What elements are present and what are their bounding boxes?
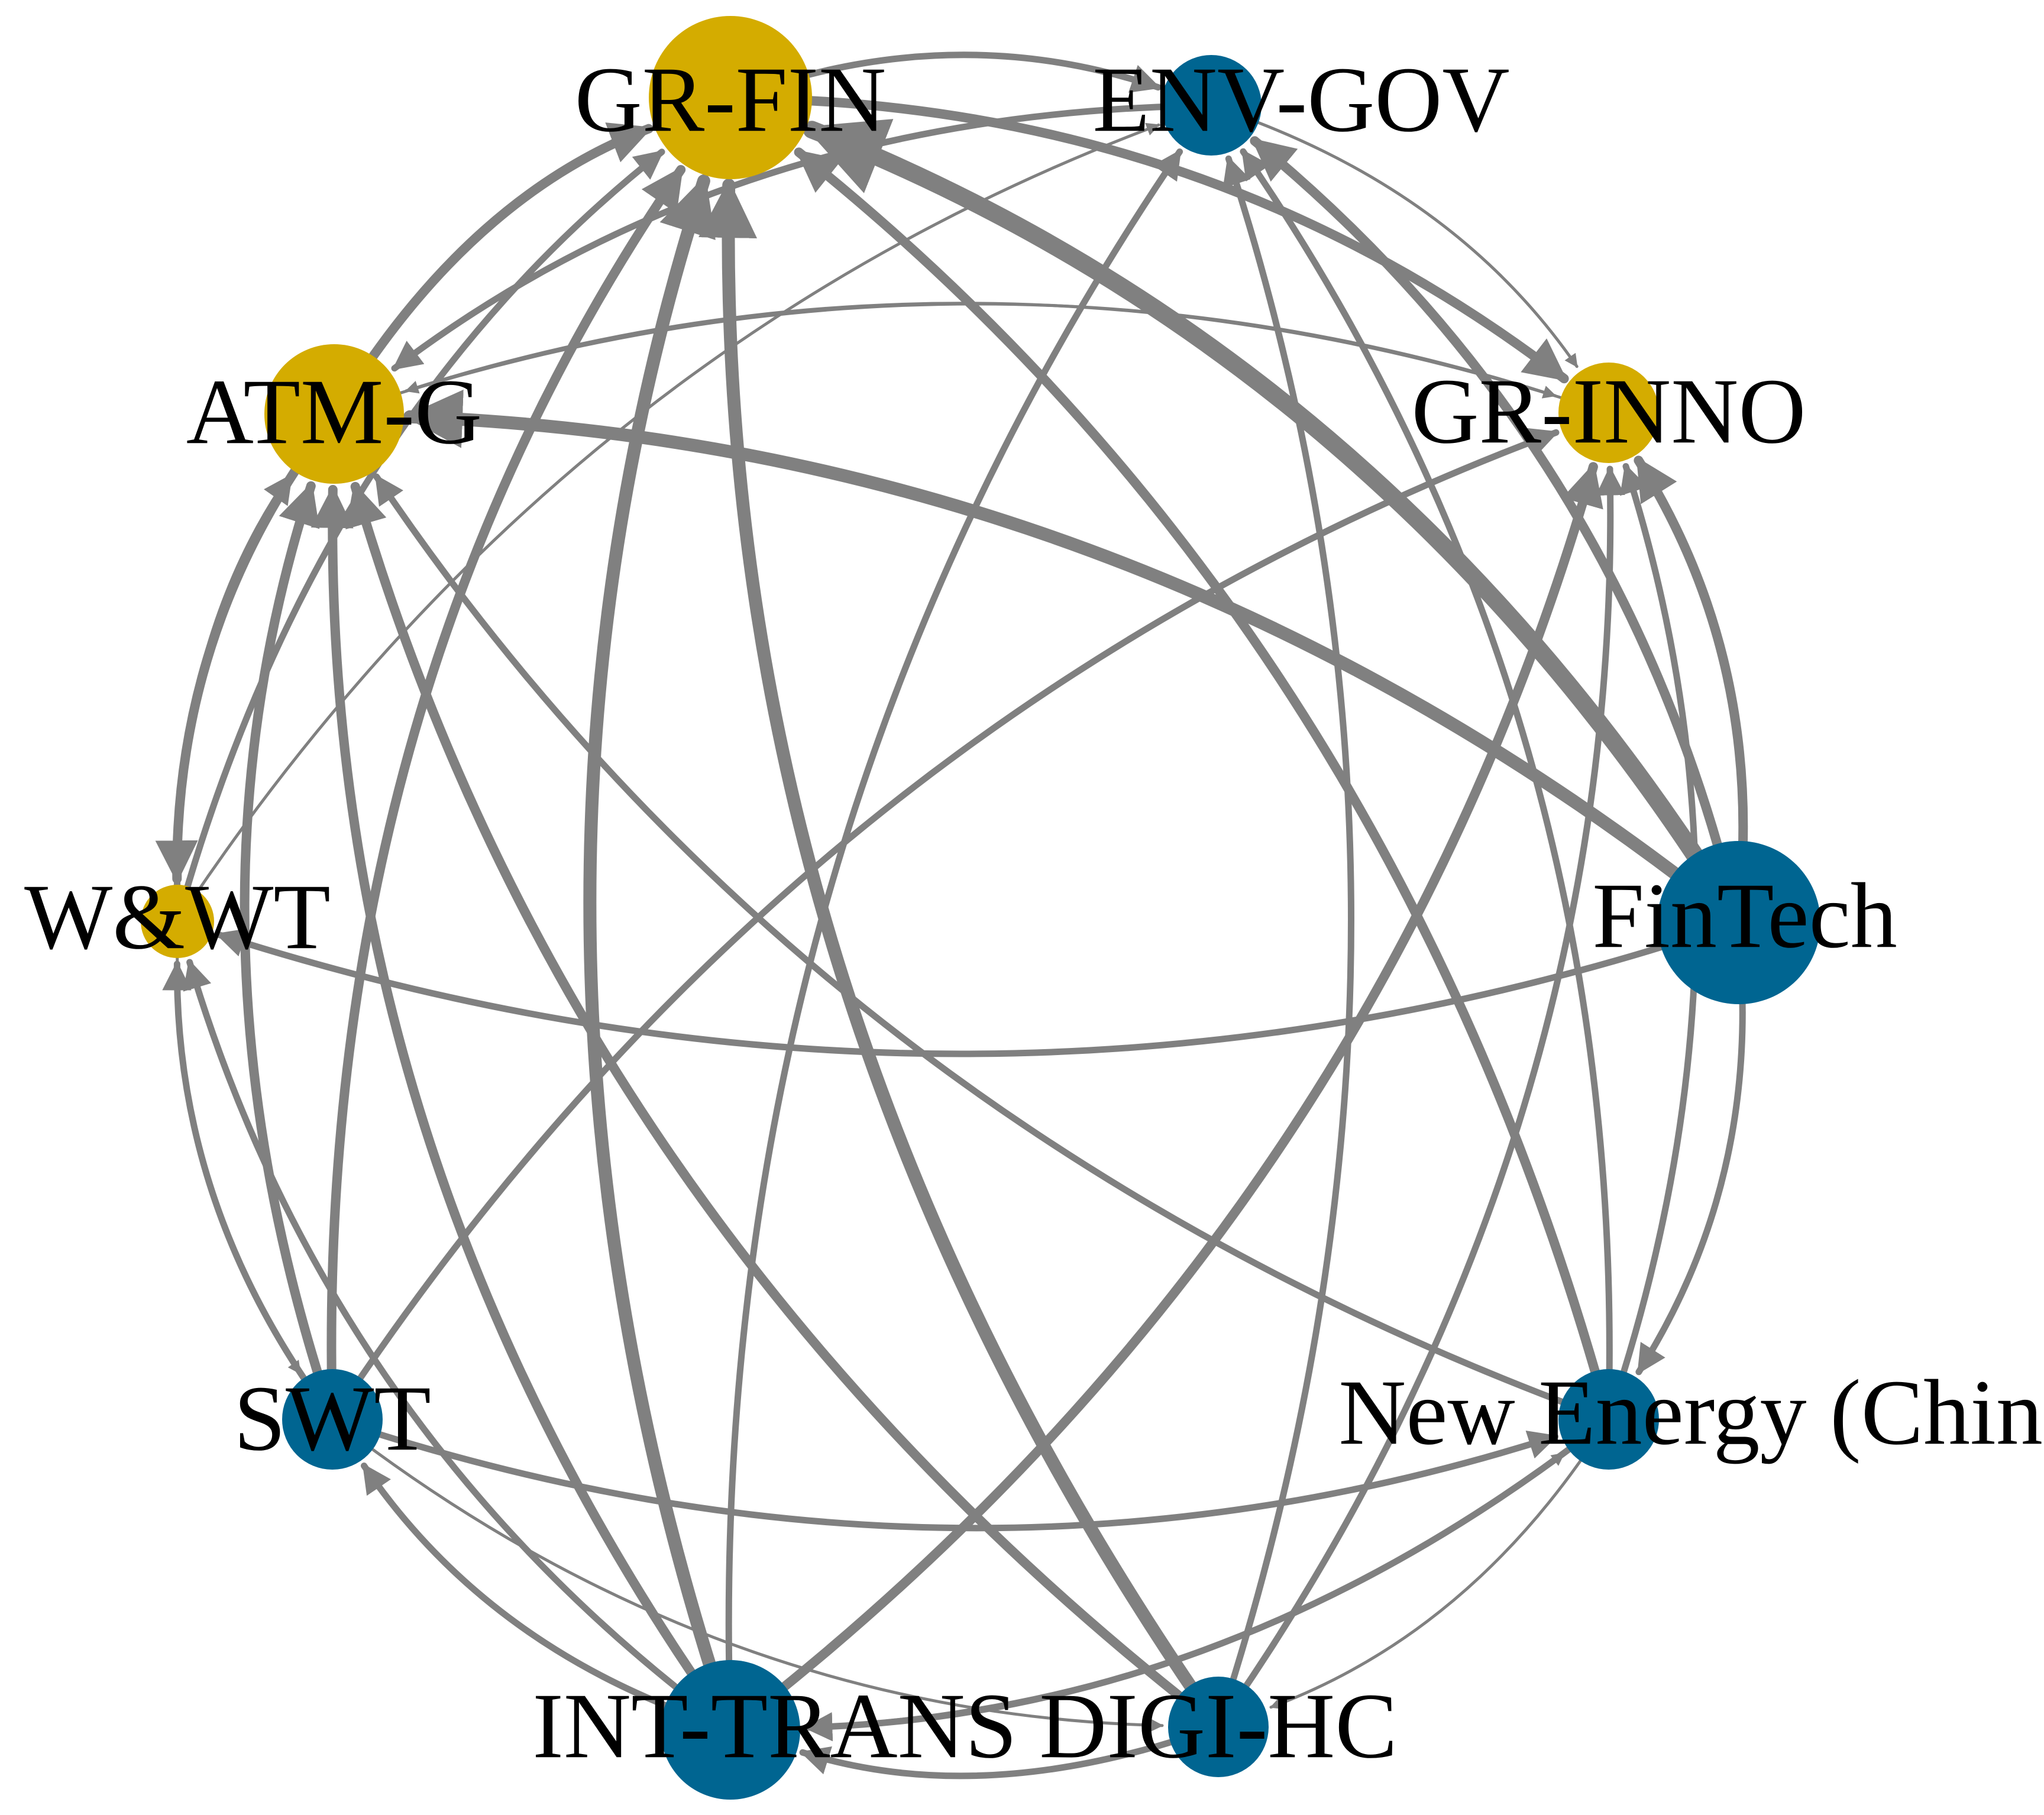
node-label-atm-g: ATM-G xyxy=(186,360,482,464)
node-label-int-trans: INT-TRANS xyxy=(532,1674,1017,1778)
edge-digi-hc-to-gr-inno xyxy=(1232,465,1625,1706)
node-label-digi-hc: DIGI-HC xyxy=(1039,1674,1398,1778)
edge-fintech-to-w-wt xyxy=(215,928,1696,1057)
node-label-swt: SWT xyxy=(234,1367,431,1470)
edge-new-energy-china-to-digi-hc xyxy=(1269,1442,1593,1710)
edge-fintech-to-gr-inno xyxy=(1634,455,1748,879)
edge-digi-hc-to-env-gov xyxy=(1222,155,1354,1701)
node-int-trans xyxy=(661,1660,800,1800)
edge-int-trans-to-env-gov xyxy=(725,148,1183,1691)
edge-new-energy-china-to-atm-g xyxy=(373,473,1584,1412)
edge-swt-to-gr-fin xyxy=(326,165,686,1394)
edge-swt-to-digi-hc xyxy=(355,1436,1164,1732)
edge-swt-to-new-energy-china xyxy=(358,1425,1558,1532)
node-digi-hc xyxy=(1168,1677,1269,1777)
edge-digi-hc-to-int-trans xyxy=(799,1733,1193,1780)
node-label-fintech: FinTech xyxy=(1592,864,1897,968)
edge-fintech-to-atm-g xyxy=(403,389,1707,900)
node-label-new-energy-china: New Energy (China) xyxy=(1338,1361,2044,1464)
node-label-gr-fin: GR-FIN xyxy=(575,48,887,151)
edge-int-trans-to-w-wt xyxy=(183,959,701,1707)
node-layer xyxy=(141,16,1820,1800)
node-gr-inno xyxy=(1558,363,1659,463)
edge-w-wt-to-atm-g xyxy=(174,473,295,903)
edge-env-gov-to-gr-inno xyxy=(1238,114,1579,368)
node-atm-g xyxy=(264,344,404,484)
edge-w-wt-to-swt xyxy=(176,942,302,1375)
edge-gr-inno-to-atm-g xyxy=(405,302,1581,405)
node-label-w-wt: W&WT xyxy=(24,865,331,969)
edge-gr-fin-to-gr-inno xyxy=(774,94,1569,384)
node-env-gov xyxy=(1161,55,1262,156)
edge-layer xyxy=(155,51,1748,1780)
node-swt xyxy=(282,1369,383,1470)
node-new-energy-china xyxy=(1558,1369,1659,1470)
node-label-env-gov: ENV-GOV xyxy=(1092,48,1509,151)
edge-int-trans-to-swt xyxy=(361,1463,695,1719)
edge-new-energy-china-to-env-gov xyxy=(1240,148,1613,1393)
edge-fintech-to-new-energy-china xyxy=(1635,968,1746,1376)
edge-w-wt-to-gr-fin xyxy=(180,148,665,904)
edge-env-gov-to-atm-g xyxy=(391,103,1185,372)
edge-int-trans-to-gr-fin xyxy=(583,174,725,1697)
node-label-gr-inno: GR-INNO xyxy=(1411,360,1806,463)
edge-new-energy-china-to-int-trans xyxy=(803,1434,1588,1742)
edge-atm-g-to-gr-fin xyxy=(352,122,654,384)
edge-int-trans-to-atm-g xyxy=(311,485,711,1700)
edge-digi-hc-to-atm-g xyxy=(345,481,1199,1713)
edge-int-trans-to-gr-inno xyxy=(758,462,1603,1709)
edge-swt-to-atm-g xyxy=(240,481,328,1396)
node-gr-fin xyxy=(649,16,812,179)
edge-w-wt-to-env-gov xyxy=(188,122,1160,905)
edge-swt-to-gr-inno xyxy=(346,428,1560,1398)
node-fintech xyxy=(1657,841,1820,1004)
node-w-wt xyxy=(141,885,214,958)
edge-digi-hc-to-gr-fin xyxy=(698,179,1208,1709)
edge-gr-fin-to-env-gov xyxy=(774,51,1162,93)
